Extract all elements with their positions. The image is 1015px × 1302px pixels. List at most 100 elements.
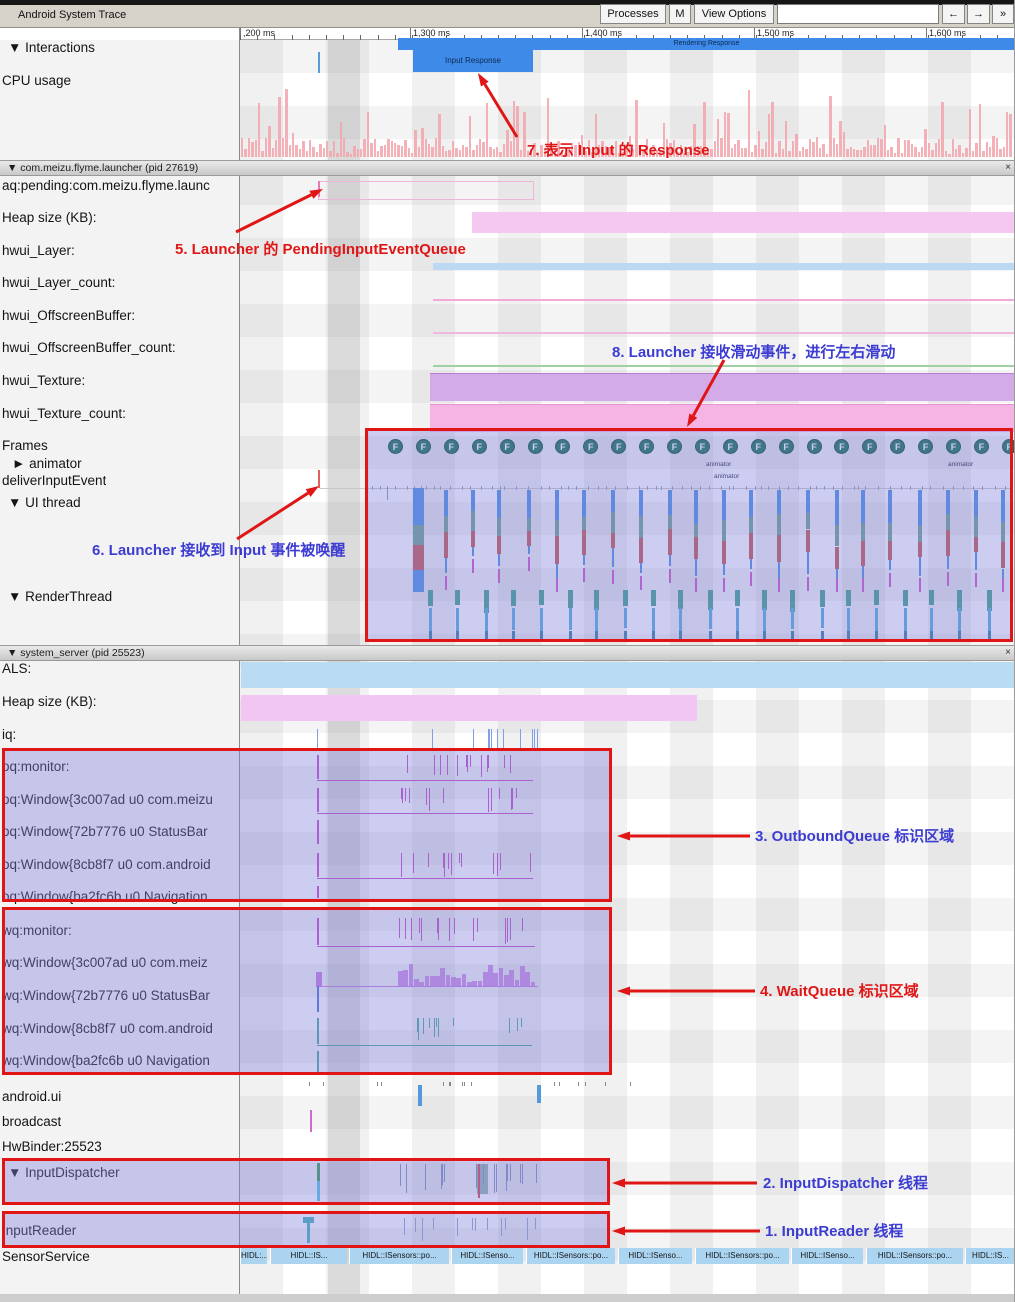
row-label-frames: Frames [2, 438, 48, 453]
render-slice [569, 608, 573, 630]
frame-circle[interactable]: F [834, 439, 850, 454]
render-slice [873, 590, 879, 606]
cpu-bar [244, 149, 247, 157]
sensor-segment[interactable]: HIDL::ISensors::po... [866, 1248, 963, 1264]
sensor-segment[interactable]: HIDL::ISenso... [451, 1248, 523, 1264]
row-label-ui-thread[interactable]: ▼ UI thread [8, 495, 81, 510]
cpu-bar [751, 152, 754, 157]
frame-circle[interactable]: F [806, 439, 822, 454]
row-label-renderthread[interactable]: ▼ RenderThread [8, 589, 113, 604]
frame-circle[interactable]: F [415, 439, 431, 454]
render-slice [456, 608, 460, 633]
row-label-wq-window-8cb8f7: wq:Window{8cb8f7 u0 com.android [2, 1021, 213, 1036]
ui-thread-micro-tick [576, 486, 578, 490]
ruler-minor-tick [463, 35, 465, 40]
cpu-bar [387, 139, 390, 157]
frame-circle[interactable]: F [973, 439, 989, 454]
cpu-bar [462, 144, 465, 157]
cpu-bar [482, 141, 485, 157]
processes-button[interactable]: Processes [600, 4, 666, 24]
sensor-segment[interactable]: HIDL::ISenso... [791, 1248, 863, 1264]
back-button[interactable]: ← [942, 4, 965, 24]
frame-circle[interactable]: F [890, 439, 906, 454]
frame-circle[interactable]: F [443, 439, 459, 454]
frame-circle[interactable]: F [1001, 439, 1014, 454]
cpu-bar [513, 100, 516, 157]
oq-tick [444, 853, 446, 877]
cpu-bar [448, 150, 451, 157]
render-slice [484, 590, 490, 614]
row-label-interactions[interactable]: ▼ Interactions [8, 40, 95, 55]
process-header-system-server[interactable]: ▼ system_server (pid 25523) × [0, 645, 1014, 661]
wq-tick-teal [516, 1018, 518, 1032]
oq-tick [493, 853, 495, 875]
cpu-bar [438, 114, 441, 157]
oq-tick [486, 755, 488, 772]
row-label-animator[interactable]: ► animator [12, 456, 82, 471]
cpu-bar [479, 138, 482, 157]
wq-tick-teal [520, 1018, 522, 1027]
frame-circle[interactable]: F [918, 439, 934, 454]
row-label-wq-window-72b7776: wq:Window{72b7776 u0 StatusBar [2, 988, 210, 1003]
dispatcher-tick [405, 1164, 407, 1193]
ui-thread-micro-tick [815, 486, 817, 490]
cpu-bar [581, 135, 584, 157]
frame-circle[interactable]: F [499, 439, 515, 454]
sensor-segment[interactable]: HIDL::ISensors::po... [349, 1248, 449, 1264]
sensor-segment[interactable]: HIDL::ISensors::po... [695, 1248, 789, 1264]
frame-circle[interactable]: F [862, 439, 878, 454]
frame-circle[interactable]: F [946, 439, 961, 454]
ruler-minor-tick [962, 35, 964, 40]
cpu-bar [785, 121, 788, 157]
cpu-bar [598, 145, 601, 157]
close-icon[interactable]: × [1005, 647, 1011, 658]
ui-slice [776, 514, 781, 536]
process-header-system-server-title: ▼ system_server (pid 25523) [7, 647, 145, 659]
frame-circle[interactable]: F [583, 439, 599, 454]
ui-slice-magenta [498, 569, 501, 584]
close-icon[interactable]: × [1005, 162, 1011, 173]
cpu-bar [336, 153, 339, 157]
forward-button[interactable]: → [967, 4, 990, 24]
m-button[interactable]: M [669, 4, 691, 24]
ui-slice-magenta [611, 569, 614, 584]
ruler-major-tick [240, 27, 241, 40]
ruler-major-tick [926, 27, 927, 40]
sensor-segment[interactable]: HIDL::IS... [270, 1248, 347, 1264]
frame-circle[interactable]: F [639, 439, 655, 454]
frame-circle[interactable]: F [778, 439, 794, 454]
more-button[interactable]: » [992, 4, 1014, 24]
ruler-minor-tick [859, 35, 861, 40]
view-options-button[interactable]: View Options [694, 4, 774, 24]
ui-thread-micro-tick [469, 486, 471, 490]
rendering-response-bar[interactable]: Rendering Response [398, 38, 1014, 50]
frame-circle[interactable]: F [667, 439, 682, 454]
input-response-bar[interactable]: Input Response [413, 50, 533, 72]
search-input[interactable] [777, 4, 939, 24]
cpu-bar [822, 143, 825, 157]
frame-circle[interactable]: F [722, 439, 738, 454]
process-header-launcher[interactable]: ▼ com.meizu.flyme.launcher (pid 27619) × [0, 160, 1014, 176]
frame-circle[interactable]: F [611, 439, 627, 454]
ruler-minor-tick [566, 35, 568, 40]
row-label-inputdispatcher[interactable]: ▼ InputDispatcher [8, 1165, 120, 1180]
cpu-bar [683, 153, 686, 157]
cpu-bar [332, 141, 336, 157]
frame-circle[interactable]: F [750, 439, 766, 454]
wq-hist-bar [445, 974, 451, 987]
frame-circle[interactable]: F [555, 439, 571, 454]
sensor-segment[interactable]: HIDL::IS... [965, 1248, 1014, 1264]
sensor-segment[interactable]: HIDL:... [240, 1248, 267, 1264]
frame-circle[interactable]: F [388, 439, 403, 454]
ui-thread-micro-tick [450, 486, 452, 490]
frame-circle[interactable]: F [471, 439, 487, 454]
sensor-segment[interactable]: HIDL::ISenso... [618, 1248, 692, 1264]
oq-tick [511, 788, 513, 810]
cpu-bar [866, 139, 869, 157]
ui-slice-magenta [639, 576, 642, 591]
android-ui-micro-tick [604, 1082, 606, 1086]
frame-circle[interactable]: F [527, 439, 543, 454]
ui-slice [888, 560, 891, 570]
sensor-segment[interactable]: HIDL::ISensors::po... [526, 1248, 615, 1264]
frame-circle[interactable]: F [694, 439, 710, 454]
